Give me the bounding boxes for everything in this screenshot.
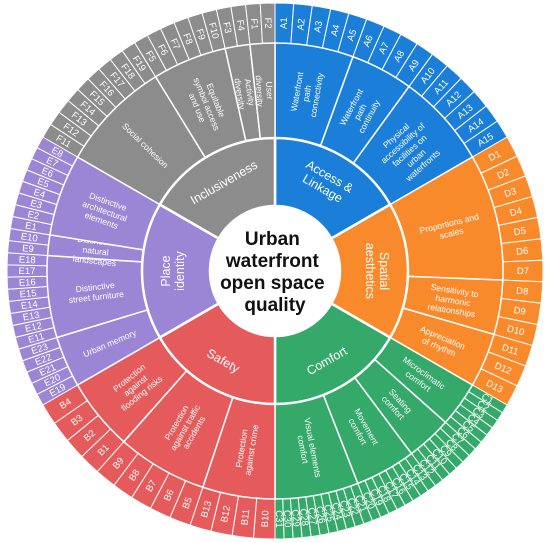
item-label: E5 [36, 176, 51, 190]
item-label: E2 [26, 209, 40, 222]
item-label: F2 [262, 17, 273, 28]
item-label: B8 [127, 468, 143, 484]
item-label: A2 [296, 18, 308, 31]
item-label: C30 [281, 510, 293, 528]
category-label-spatial-aesthetics: Spatialaesthetics [363, 243, 391, 299]
item-label: B11 [239, 509, 252, 526]
category-ring: Access &LinkageSpatialaestheticsComfortS… [140, 136, 410, 406]
item-label: E8 [49, 145, 64, 160]
item-label: B6 [162, 488, 177, 503]
item-label: D11 [500, 342, 519, 358]
item-label: A1 [279, 17, 290, 29]
item-label: F4 [234, 19, 246, 31]
item-label: E6 [40, 165, 55, 180]
item-label: E7 [44, 155, 59, 170]
item-label: F3 [220, 21, 233, 34]
item-label: D1 [487, 149, 503, 164]
item-label: E4 [32, 187, 46, 201]
item-label: D6 [516, 246, 529, 258]
subcategory-label: Distinctivestreet furniture [67, 279, 125, 305]
item-label: B12 [219, 505, 233, 524]
item-label: A3 [312, 20, 325, 33]
center-hub [213, 209, 337, 333]
item-label: D3 [503, 186, 518, 200]
item-label: F1 [248, 18, 260, 30]
item-label: D5 [513, 226, 527, 239]
item-label: E17 [19, 266, 36, 277]
item-label: D4 [509, 206, 523, 220]
item-label: A4 [329, 24, 342, 38]
item-label: E14 [20, 299, 38, 312]
category-label-place-identity: Placeidentity [159, 250, 187, 290]
item-label: F5 [143, 49, 158, 64]
item-label: E18 [19, 255, 36, 267]
item-label: E13 [22, 310, 41, 324]
item-label: B10 [260, 510, 272, 527]
item-label: D8 [516, 286, 529, 298]
item-label: E15 [19, 288, 37, 300]
item-label: B4 [58, 396, 74, 412]
item-label: D7 [517, 266, 529, 277]
item-label: E10 [20, 231, 38, 244]
item-label: E9 [22, 243, 35, 255]
item-label: A6 [361, 34, 376, 49]
item-label: F9 [193, 28, 207, 42]
item-label: B7 [144, 478, 159, 494]
item-label: A9 [406, 58, 422, 74]
item-label: E3 [29, 198, 43, 212]
center-title: Urban waterfront open space quality [220, 229, 330, 316]
item-label: F6 [155, 43, 170, 58]
item-label: D9 [513, 305, 527, 318]
item-label: E16 [19, 277, 36, 289]
item-label: F10 [206, 21, 221, 40]
center-line-4: quality [244, 295, 306, 316]
category-segment-inclusiveness [158, 136, 277, 240]
subcategory-label: Userdiversity [254, 75, 276, 108]
item-label: F7 [167, 37, 182, 52]
item-label: E23 [30, 342, 50, 358]
item-label: E11 [27, 331, 46, 346]
center-line-1: Urban [245, 229, 300, 250]
item-label: B13 [199, 500, 214, 519]
item-label: B5 [181, 496, 195, 511]
item-label: E1 [24, 220, 37, 233]
item-label: E12 [24, 320, 43, 335]
center-line-3: open space [220, 273, 325, 294]
item-label: C31 [273, 510, 284, 528]
item-label: F8 [180, 32, 194, 46]
item-label: A5 [345, 28, 359, 42]
item-label: A7 [377, 41, 392, 56]
center-line-2: waterfront [225, 251, 320, 272]
item-label: A8 [392, 49, 407, 65]
item-label: D2 [496, 167, 511, 182]
item-label: D10 [506, 324, 526, 339]
